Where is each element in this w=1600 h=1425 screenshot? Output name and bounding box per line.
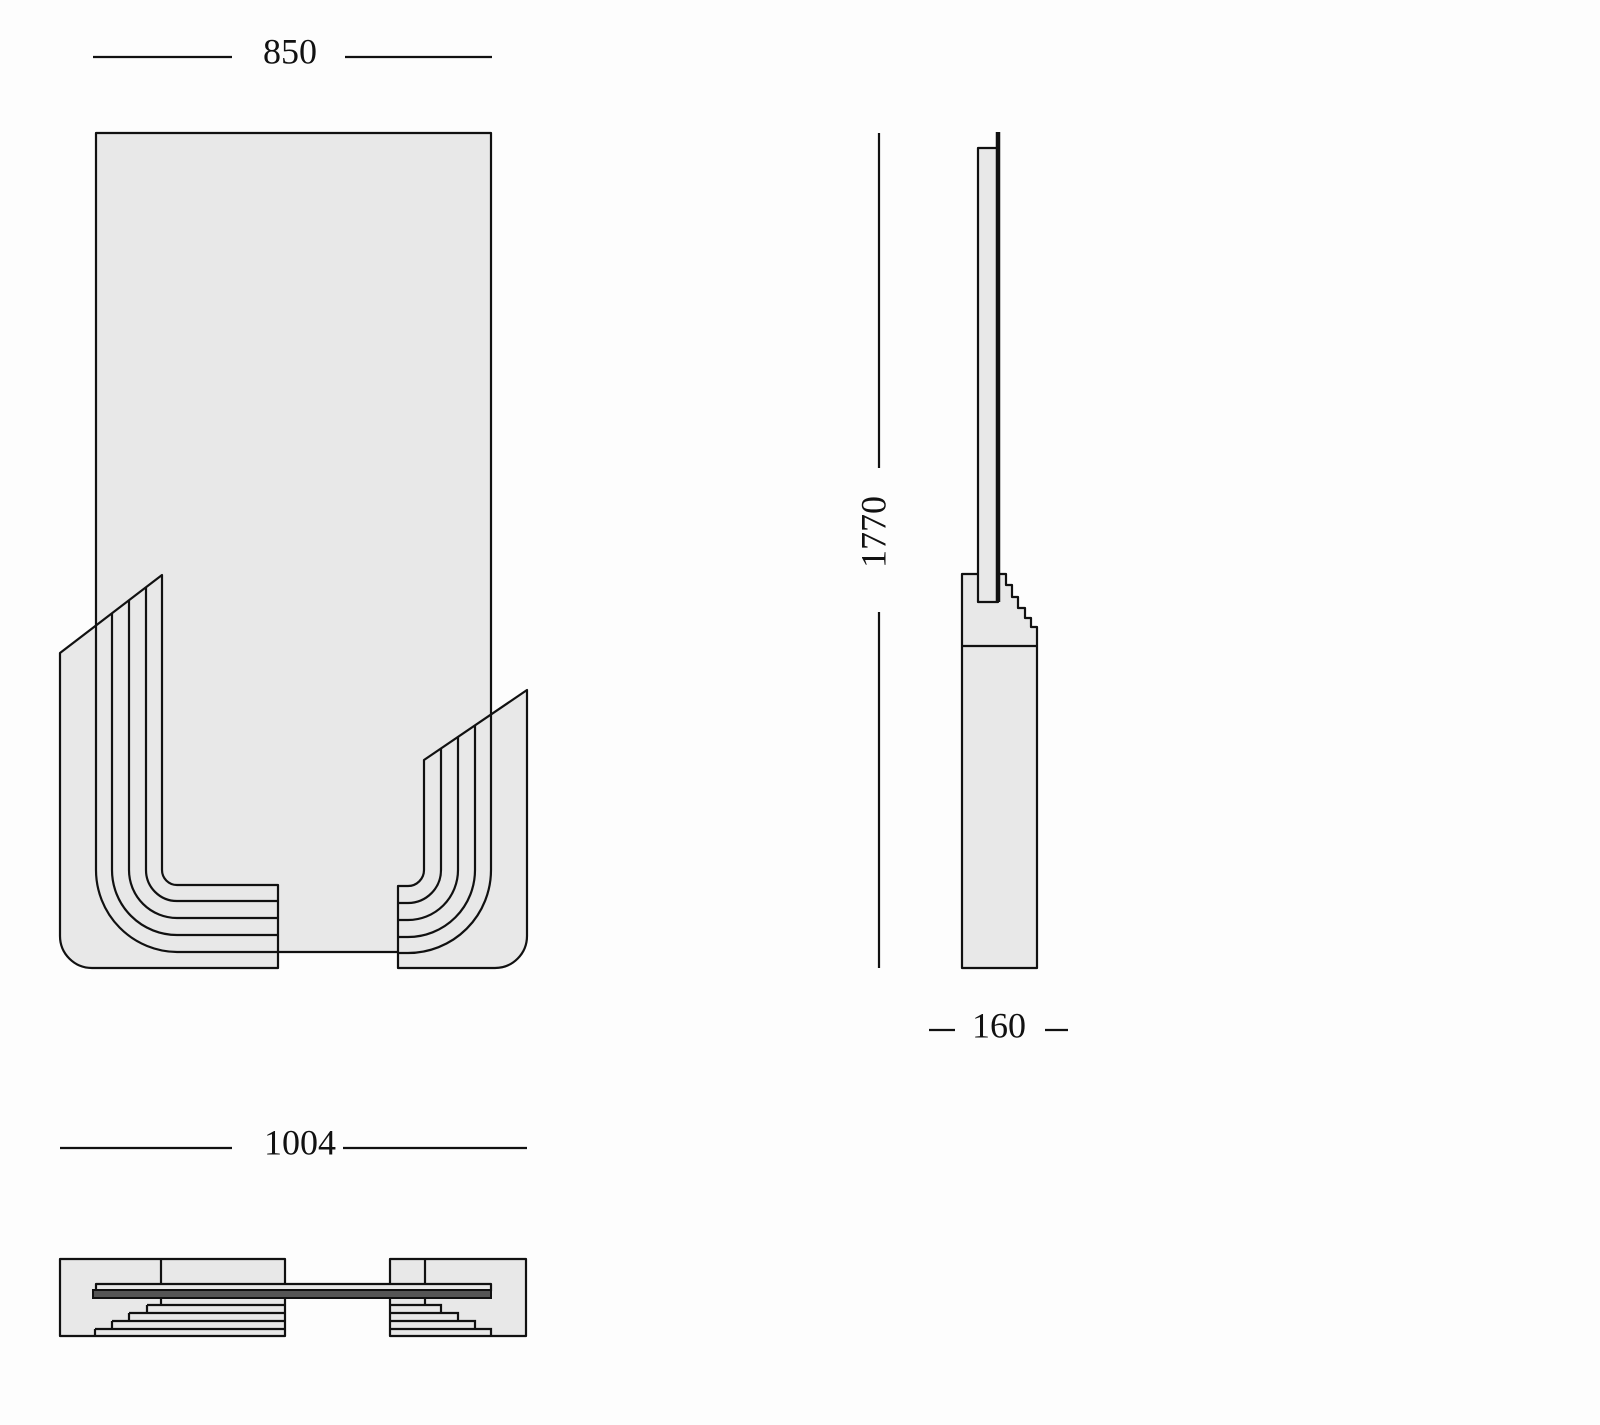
side-panel bbox=[976, 146, 1000, 604]
dimension-label-width: 850 bbox=[263, 31, 317, 71]
front-view bbox=[58, 131, 529, 970]
top-view bbox=[58, 1257, 528, 1338]
dimension-label-overall-width: 1004 bbox=[264, 1122, 336, 1162]
dimension-label-depth: 160 bbox=[972, 1005, 1026, 1045]
left-base-piece bbox=[58, 573, 280, 970]
right-base-piece bbox=[396, 688, 529, 970]
side-base bbox=[960, 572, 1039, 970]
dimension-width-1004: 1004 bbox=[60, 1122, 527, 1162]
dimension-label-height: 1770 bbox=[853, 496, 893, 568]
dimension-width-850: 850 bbox=[93, 31, 492, 71]
dimension-height-1770: 1770 bbox=[853, 133, 893, 968]
side-view bbox=[960, 132, 1039, 970]
dimension-depth-160: 160 bbox=[929, 1005, 1068, 1045]
